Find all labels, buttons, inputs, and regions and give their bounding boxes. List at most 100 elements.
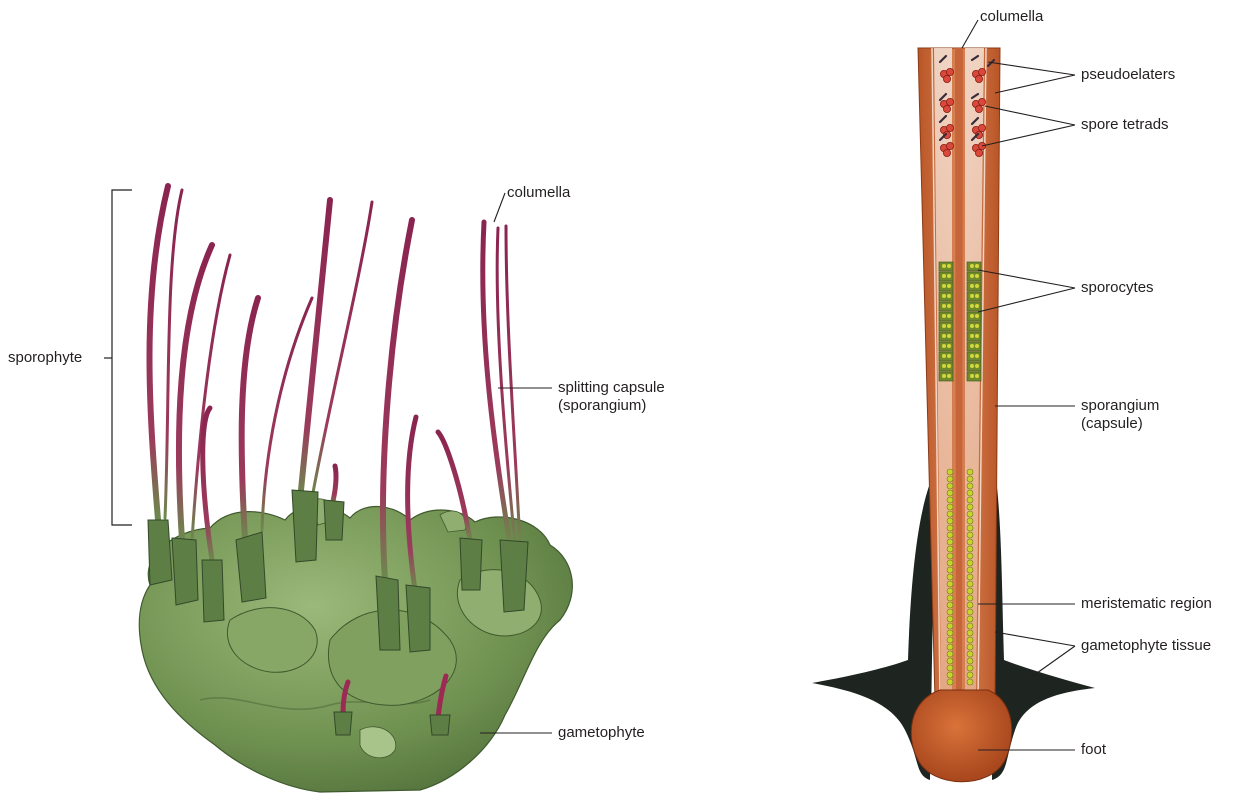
meristem-cell	[967, 518, 973, 524]
sporocyte-nucleus	[975, 374, 979, 378]
label-foot: foot	[1081, 741, 1106, 759]
meristem-cell	[947, 574, 953, 580]
sporocyte-nucleus	[970, 344, 974, 348]
meristem-cell	[947, 476, 953, 482]
meristem-cell	[947, 469, 953, 475]
label-columella-left: columella	[507, 184, 570, 202]
meristem-cell	[947, 525, 953, 531]
meristem-cell	[947, 567, 953, 573]
meristem-cell	[967, 672, 973, 678]
meristem-cell	[967, 581, 973, 587]
sporocyte-nucleus	[970, 334, 974, 338]
columella-leader-right	[962, 20, 978, 48]
meristem-cell	[947, 588, 953, 594]
sporocyte-nucleus	[975, 274, 979, 278]
spore-tetrad-cell	[975, 75, 982, 82]
sporocyte-nucleus	[947, 374, 951, 378]
meristem-cell	[967, 623, 973, 629]
meristem-cell	[947, 665, 953, 671]
meristem-cell	[967, 665, 973, 671]
sporocyte-nucleus	[975, 364, 979, 368]
sporocyte-nucleus	[942, 354, 946, 358]
sporocyte-nucleus	[947, 264, 951, 268]
meristem-cell	[967, 511, 973, 517]
meristem-cell	[947, 658, 953, 664]
sporocyte-nucleus	[975, 344, 979, 348]
sporocyte-nucleus	[970, 294, 974, 298]
sporocyte-nucleus	[970, 324, 974, 328]
meristem-cell	[947, 595, 953, 601]
sporocyte-nucleus	[970, 314, 974, 318]
meristem-cell	[947, 679, 953, 685]
meristem-cell	[947, 630, 953, 636]
meristem-cell	[947, 651, 953, 657]
meristem-cell	[947, 497, 953, 503]
meristem-cell	[967, 644, 973, 650]
meristem-cell	[967, 483, 973, 489]
meristem-cell	[967, 567, 973, 573]
meristem-cell	[967, 553, 973, 559]
sporocyte-nucleus	[975, 324, 979, 328]
meristem-cell	[947, 546, 953, 552]
meristem-cell	[947, 672, 953, 678]
meristem-cell	[947, 623, 953, 629]
meristem-cell	[967, 490, 973, 496]
meristem-cell	[967, 497, 973, 503]
sporocyte-nucleus	[942, 374, 946, 378]
meristem-cell	[947, 560, 953, 566]
meristem-cell	[947, 483, 953, 489]
meristem-cell	[967, 602, 973, 608]
sporocyte-nucleus	[975, 264, 979, 268]
spore-tetrad-cell	[975, 105, 982, 112]
spore-tetrad-cell	[943, 105, 950, 112]
foot	[911, 690, 1011, 782]
sporocyte-nucleus	[947, 364, 951, 368]
sporocyte-nucleus	[970, 304, 974, 308]
meristem-cell	[967, 532, 973, 538]
sporocyte-nucleus	[975, 284, 979, 288]
spore-tetrad-cell	[946, 98, 953, 105]
spore-tetrad-cell	[943, 149, 950, 156]
sporocyte-nucleus	[947, 274, 951, 278]
meristem-cell	[967, 588, 973, 594]
spore-tetrad-cell	[946, 124, 953, 131]
sporocyte-nucleus	[975, 334, 979, 338]
spore-tetrad-cell	[978, 124, 985, 131]
meristem-cell	[967, 630, 973, 636]
meristem-cell	[947, 511, 953, 517]
sporocyte-nucleus	[947, 324, 951, 328]
meristem-cell	[967, 504, 973, 510]
columella-leader-left	[494, 193, 505, 222]
meristem-cell	[947, 553, 953, 559]
label-sporocytes: sporocytes	[1081, 279, 1154, 297]
sporocyte-nucleus	[942, 314, 946, 318]
sporocyte-nucleus	[942, 294, 946, 298]
sporocyte-nucleus	[942, 274, 946, 278]
sporocyte-nucleus	[947, 314, 951, 318]
meristem-cell	[967, 616, 973, 622]
meristem-cell	[947, 616, 953, 622]
sporocyte-nucleus	[970, 354, 974, 358]
sporocyte-nucleus	[970, 364, 974, 368]
sporocyte-nucleus	[970, 274, 974, 278]
sporocyte-nucleus	[947, 284, 951, 288]
spore-tetrad-cell	[975, 149, 982, 156]
label-splitting-capsule: splitting capsule (sporangium)	[558, 379, 688, 415]
sporocyte-nucleus	[970, 374, 974, 378]
label-sporangium: sporangium (capsule)	[1081, 397, 1191, 433]
label-gametophyte-tissue: gametophyte tissue	[1081, 637, 1211, 655]
pseudoelaters-leader	[988, 62, 1075, 93]
label-columella-right: columella	[980, 8, 1043, 26]
meristem-cell	[967, 476, 973, 482]
spore-tetrad-cell	[978, 68, 985, 75]
meristem-cell	[967, 560, 973, 566]
meristem-cell	[967, 609, 973, 615]
sporocyte-nucleus	[975, 354, 979, 358]
label-spore-tetrads: spore tetrads	[1081, 116, 1169, 134]
spore-tetrad-cell	[946, 68, 953, 75]
meristem-cell	[967, 595, 973, 601]
meristem-cell	[967, 539, 973, 545]
meristem-cell	[947, 504, 953, 510]
sporocyte-nucleus	[942, 364, 946, 368]
sporocyte-nucleus	[975, 314, 979, 318]
